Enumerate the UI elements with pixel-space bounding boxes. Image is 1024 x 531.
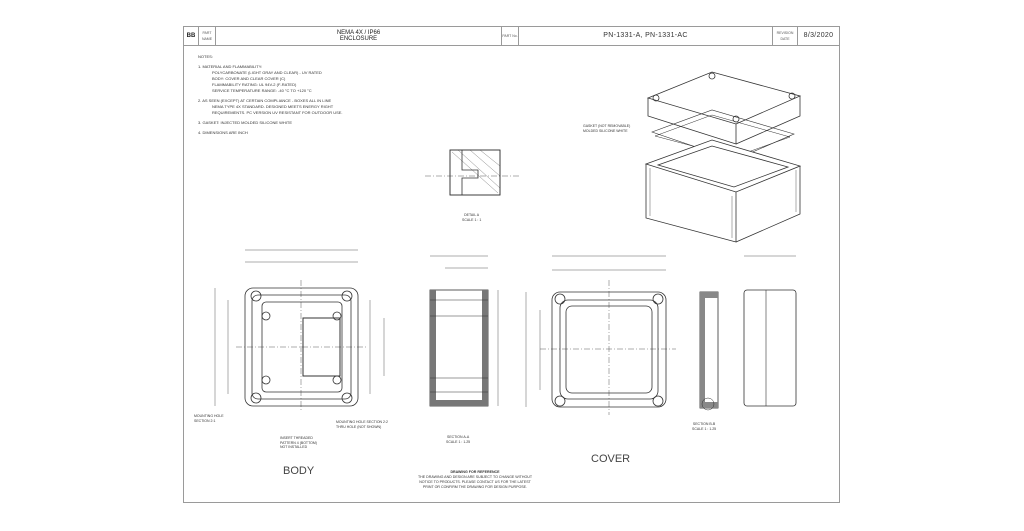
- cover-side-section: [699, 291, 719, 411]
- note-line: SERVICE TEMPERATURE RANGE: -40 °C TO +12…: [212, 88, 312, 93]
- note-line: POLYCARBONATE (LIGHT GRAY AND CLEAR) - U…: [212, 70, 322, 75]
- mounting-hole-callout: MOUNTING HOLE SECTION 2:1: [194, 414, 224, 423]
- note-4: 4. DIMENSIONS ARE INCH: [198, 130, 378, 136]
- note-line: MATERIAL AND FLAMMABILITY:: [202, 64, 263, 69]
- callout-line: THRU HOLE (NOT SHOWN): [336, 424, 382, 429]
- gasket-callout: GASKET (NOT REMOVABLE) MOLDED SILICONE W…: [583, 124, 630, 133]
- reference-line: PRINT OR CONFIRM THE DRAWING FOR DESIGN …: [422, 485, 528, 489]
- part-name: NEMA 4X / IP66 ENCLOSURE: [216, 27, 502, 45]
- part-name-line: ENCLOSURE: [339, 36, 378, 42]
- body-view-title: BODY: [283, 465, 315, 477]
- cover-top-view: [525, 255, 676, 415]
- cover-section-label: SECTION B-B SCALE 1 : 1.25: [692, 422, 716, 431]
- note-line: REQUIREMENTS. PC VERSION UV RESISTANT FO…: [212, 110, 343, 115]
- note-1: 1. MATERIAL AND FLAMMABILITY: POLYCARBON…: [198, 64, 378, 94]
- logo: BB: [184, 27, 199, 45]
- detail-scale: SCALE 1 : 1: [462, 217, 482, 222]
- isometric-body: [644, 139, 802, 243]
- note-line: GASKET: INJECTED MOLDED SILICONE WHITE: [202, 120, 293, 125]
- gasket-label: MOLDED SILICONE WHITE: [583, 128, 628, 133]
- section-label: SECTION A-A: [446, 435, 470, 439]
- cover-view-title: COVER: [591, 453, 631, 465]
- note-num: 4.: [198, 130, 202, 135]
- insert-callout: INSERT THREADED PATTERN 4 (BOTTOM) NOT I…: [280, 436, 317, 450]
- reference-line: NOTICE TO PRODUCTS. PLEASE CONTACT US FO…: [419, 480, 531, 484]
- detail-a-section: [425, 149, 520, 196]
- detail-a-label: DETAIL A SCALE 1 : 1: [462, 213, 481, 222]
- note-line: BODY: COVER AND CLEAR COVER (C): [212, 76, 286, 81]
- revision-label: REVISION DATE: [773, 27, 798, 45]
- title-block: BB PART NAME NEMA 4X / IP66 ENCLOSURE PA…: [184, 27, 839, 46]
- reference-heading: DRAWING FOR REFERENCE: [450, 470, 500, 474]
- callout-line: MOUNTING HOLE: [194, 414, 224, 418]
- part-name-label: PART NAME: [199, 27, 216, 45]
- note-num: 2.: [198, 98, 202, 103]
- callout-line: INSERT THREADED: [280, 436, 313, 440]
- body-side-section: [429, 255, 499, 407]
- notes: NOTES: 1. MATERIAL AND FLAMMABILITY: POL…: [198, 54, 378, 140]
- note-line: FLAMMABILITY RATING: UL 94V-2 (F-RATED): [212, 82, 297, 87]
- reference-line: THE DRAWING AND DESIGN ARE SUBJECT TO CH…: [417, 475, 533, 479]
- callout-line: MOUNTING HOLE SECTION 2:2: [336, 420, 388, 424]
- note-3: 3. GASKET: INJECTED MOLDED SILICONE WHIT…: [198, 120, 378, 126]
- part-number: PN-1331-A, PN-1331-AC: [519, 27, 773, 45]
- section-scale: SCALE 1 : 1.25: [692, 426, 717, 431]
- part-no-label: PART No.: [502, 27, 519, 45]
- reference-note: DRAWING FOR REFERENCE THE DRAWING AND DE…: [380, 470, 570, 490]
- revision-date: 8/3/2020: [803, 32, 834, 39]
- note-line: NEMA TYPE 4X STANDARD. DESIGNED MEETS EN…: [212, 104, 334, 109]
- callout-line: SECTION 2:1: [194, 418, 216, 423]
- callout-line: NOT INSTALLED: [280, 445, 308, 449]
- note-line: DIMENSIONS ARE INCH: [202, 130, 248, 135]
- callout-line: PATTERN 4 (BOTTOM): [280, 440, 317, 445]
- section-label: SECTION B-B: [692, 422, 716, 426]
- gasket-label: GASKET (NOT REMOVABLE): [583, 124, 631, 128]
- note-line: AS SEEN (EXCEPT) AT CERTAIN COMPLIANCE -…: [202, 98, 332, 103]
- body-top-view: [214, 249, 385, 410]
- notes-heading: NOTES:: [198, 54, 213, 59]
- detail-label: DETAIL A: [464, 213, 480, 217]
- body-section-label: SECTION A-A SCALE 1 : 1.25: [446, 435, 470, 444]
- drawing-sheet: BB PART NAME NEMA 4X / IP66 ENCLOSURE PA…: [183, 26, 840, 503]
- section-scale: SCALE 1 : 1.25: [446, 439, 471, 444]
- cover-side-view: [743, 255, 797, 407]
- mount-section-callout: MOUNTING HOLE SECTION 2:2 THRU HOLE (NOT…: [336, 420, 388, 429]
- note-num: 1.: [198, 64, 202, 69]
- note-2: 2. AS SEEN (EXCEPT) AT CERTAIN COMPLIANC…: [198, 98, 378, 116]
- part-name-line: NEMA 4X / IP66: [336, 30, 381, 36]
- note-num: 3.: [198, 120, 202, 125]
- isometric-cover: [646, 71, 802, 145]
